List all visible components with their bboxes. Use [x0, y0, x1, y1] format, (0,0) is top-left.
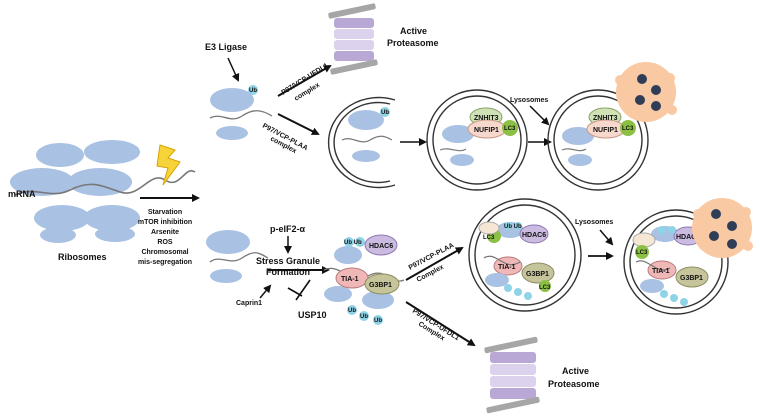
stress-list: Starvation mTOR inhibition Arsenite ROS … [138, 209, 192, 266]
stress-item: Chromosomal [141, 249, 188, 256]
lc3-label-2: LC3 [622, 126, 634, 132]
lc3-label-1: LC3 [504, 126, 516, 132]
hdac6-label-3: HDAC6 [676, 234, 700, 241]
tia1-label-1: TIA-1 [341, 276, 359, 283]
ribosome-cluster [10, 140, 196, 243]
active-label-top: Active [400, 26, 427, 36]
autophagosome-bottom [468, 198, 582, 312]
stress-item: Starvation [148, 209, 182, 216]
stress-lightning-icon [156, 144, 181, 186]
proteasome-label-bottom: Proteasome [548, 379, 600, 389]
proteasome-bottom [484, 336, 540, 414]
ribosomes-label: Ribosomes [58, 252, 107, 262]
nufip1-label-1: NUFIP1 [474, 127, 499, 134]
stress-item: mis-segregation [138, 259, 192, 266]
caprin1-label: Caprin1 [236, 300, 262, 307]
e3-ligase-label: E3 Ligase [205, 42, 247, 52]
proteasome-top [328, 3, 378, 75]
znhit3-label-1: ZNHIT3 [474, 115, 499, 122]
ub-ub-label-1: Ub Ub [344, 240, 362, 246]
ub-tag: Ub [360, 314, 368, 320]
usp10-label: USP10 [298, 310, 327, 320]
stress-granule [323, 234, 405, 325]
peif2-label: p-eIF2-α [270, 224, 306, 234]
mrna-label: mRNA [8, 189, 36, 199]
tia1-label-3: TIA-1 [652, 268, 670, 275]
lysosomes-label-bottom: Lysosomes [575, 219, 613, 226]
lc3-label-3: LC3 [483, 235, 495, 241]
tia1-label-2: TIA-1 [498, 264, 516, 271]
ub-ub-label-2: Ub Ub [504, 224, 522, 230]
hdac6-label-2: HDAC6 [522, 232, 546, 239]
lc3-label-5: LC3 [636, 250, 648, 256]
proteasome-label-top: Proteasome [387, 38, 439, 48]
sg-formation-label-1: Stress Granule [256, 256, 320, 266]
hdac6-label-1: HDAC6 [369, 243, 393, 250]
ubiquitinated-ribosome: Ub [209, 85, 273, 140]
sg-formation-label-2: Formation [266, 267, 310, 277]
ub-tag: Ub [381, 110, 389, 116]
lysosome-bottom [692, 198, 753, 258]
autolysosome-top [547, 89, 649, 191]
g3bp1-label-2: G3BP1 [526, 271, 549, 278]
stress-item: mTOR inhibition [138, 219, 192, 226]
lysosomes-label-top: Lysosomes [510, 97, 548, 104]
ub-tag: Ub [374, 318, 382, 324]
autolysosome-bottom [623, 209, 729, 315]
ub-tag: Ub [348, 308, 356, 314]
g3bp1-label-1: G3BP1 [369, 282, 392, 289]
autophagosome-top [426, 89, 528, 191]
stress-item: ROS [157, 239, 173, 246]
lysosome-top [615, 62, 677, 122]
phagophore-top: Ub [327, 96, 396, 189]
ribosome-bottom [206, 230, 269, 283]
znhit3-label-2: ZNHIT3 [593, 115, 618, 122]
nufip1-label-2: NUFIP1 [593, 127, 618, 134]
active-label-bottom: Active [562, 366, 589, 376]
g3bp1-label-3: G3BP1 [680, 275, 703, 282]
lc3-label-4: LC3 [539, 285, 551, 291]
ub-tag: Ub [249, 88, 257, 94]
stress-item: Arsenite [151, 229, 179, 236]
